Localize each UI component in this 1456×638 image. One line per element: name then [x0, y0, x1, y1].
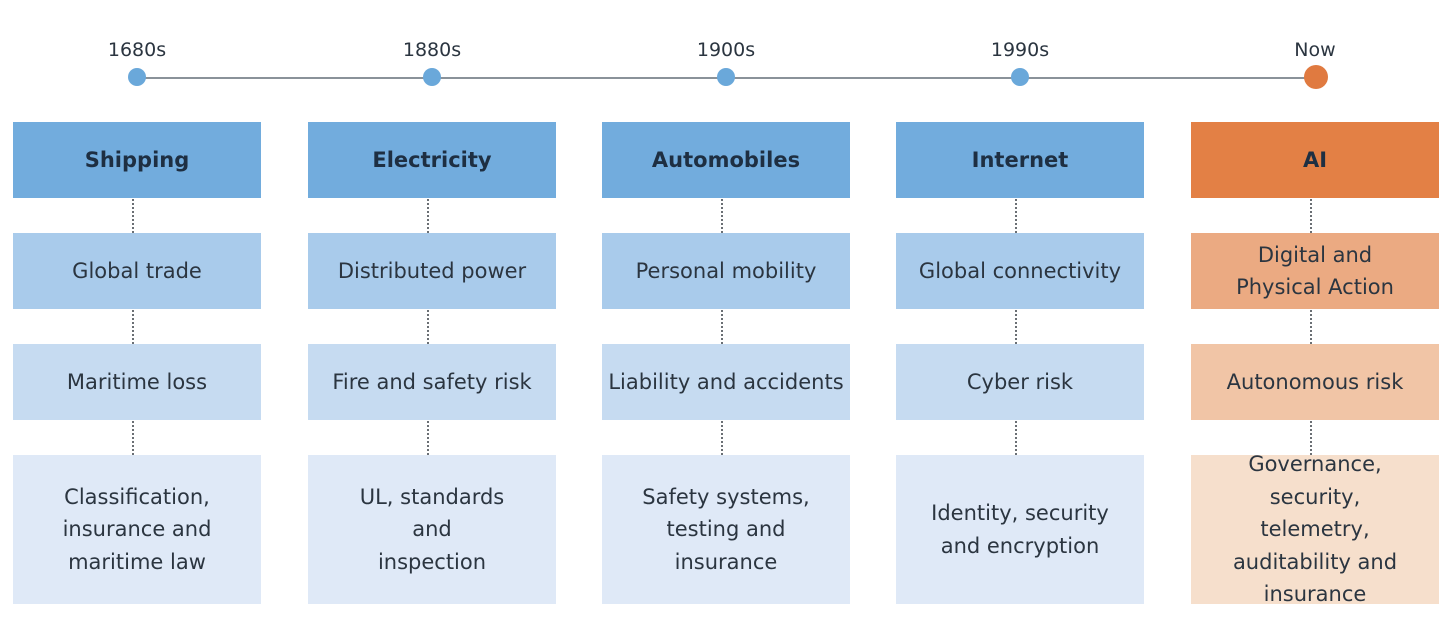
enablement-box: Distributed power	[308, 233, 556, 309]
enablement-label: Digital and Physical Action	[1236, 243, 1394, 299]
enablement-label: Global trade	[72, 259, 202, 283]
risk-label: Maritime loss	[66, 370, 208, 394]
response-box: Classification, insurance and maritime l…	[13, 455, 261, 604]
dotted-connector	[132, 421, 134, 455]
dotted-connector	[1310, 199, 1312, 233]
dotted-connector	[721, 421, 723, 455]
response-label: Governance, security, telemetry, auditab…	[1232, 452, 1398, 607]
technology-label: Electricity	[372, 148, 492, 172]
era-label: 1880s	[402, 39, 462, 61]
risk-box: Maritime loss	[13, 344, 261, 420]
dotted-connector	[427, 199, 429, 233]
era-column-1880s: 1880s Electricity Distributed power Fire…	[308, 0, 556, 638]
timeline-dot	[423, 68, 441, 86]
response-label: Safety systems, testing and insurance	[642, 484, 810, 574]
technology-label: AI	[1302, 148, 1328, 172]
enablement-box: Global trade	[13, 233, 261, 309]
era-label: 1680s	[107, 39, 167, 61]
risk-box: Fire and safety risk	[308, 344, 556, 420]
dotted-connector	[721, 310, 723, 344]
technology-box: Electricity	[308, 122, 556, 198]
timeline-dot	[717, 68, 735, 86]
risk-box: Autonomous risk	[1191, 344, 1439, 420]
response-label: UL, standards and inspection	[359, 484, 505, 574]
technology-box: Internet	[896, 122, 1144, 198]
dotted-connector	[1015, 310, 1017, 344]
technology-label: Shipping	[84, 148, 190, 172]
dotted-connector	[132, 310, 134, 344]
dotted-connector	[1015, 421, 1017, 455]
era-label: 1990s	[990, 39, 1050, 61]
enablement-label: Distributed power	[337, 259, 527, 283]
era-column-1990s: 1990s Internet Global connectivity Cyber…	[896, 0, 1144, 638]
risk-label: Liability and accidents	[608, 370, 844, 394]
enablement-label: Global connectivity	[918, 259, 1122, 283]
enablement-box: Personal mobility	[602, 233, 850, 309]
timeline-dot-current	[1304, 65, 1328, 89]
dotted-connector	[721, 199, 723, 233]
dotted-connector	[427, 310, 429, 344]
era-column-1680s: 1680s Shipping Global trade Maritime los…	[13, 0, 261, 638]
risk-box: Cyber risk	[896, 344, 1144, 420]
risk-label: Cyber risk	[966, 370, 1074, 394]
response-label: Identity, security and encryption	[931, 501, 1109, 558]
enablement-box: Digital and Physical Action	[1191, 233, 1439, 309]
timeline-dot	[128, 68, 146, 86]
enablement-box: Global connectivity	[896, 233, 1144, 309]
dotted-connector	[1310, 310, 1312, 344]
response-label: Classification, insurance and maritime l…	[62, 484, 212, 574]
technology-box: Automobiles	[602, 122, 850, 198]
enablement-label: Personal mobility	[635, 259, 817, 283]
technology-box: AI	[1191, 122, 1439, 198]
timeline-dot	[1011, 68, 1029, 86]
risk-label: Fire and safety risk	[332, 370, 532, 394]
era-label: 1900s	[696, 39, 756, 61]
response-box: Identity, security and encryption	[896, 455, 1144, 604]
dotted-connector	[1015, 199, 1017, 233]
era-column-now: Now AI Digital and Physical Action Auton…	[1191, 0, 1439, 638]
dotted-connector	[1310, 421, 1312, 455]
response-box: Governance, security, telemetry, auditab…	[1191, 452, 1439, 606]
technology-label: Automobiles	[651, 148, 801, 172]
dotted-connector	[132, 199, 134, 233]
technology-box: Shipping	[13, 122, 261, 198]
risk-label: Autonomous risk	[1226, 370, 1404, 394]
dotted-connector	[427, 421, 429, 455]
risk-box: Liability and accidents	[602, 344, 850, 420]
era-column-1900s: 1900s Automobiles Personal mobility Liab…	[602, 0, 850, 638]
response-box: UL, standards and inspection	[308, 455, 556, 604]
era-label: Now	[1294, 39, 1336, 61]
technology-label: Internet	[971, 148, 1069, 172]
response-box: Safety systems, testing and insurance	[602, 455, 850, 604]
